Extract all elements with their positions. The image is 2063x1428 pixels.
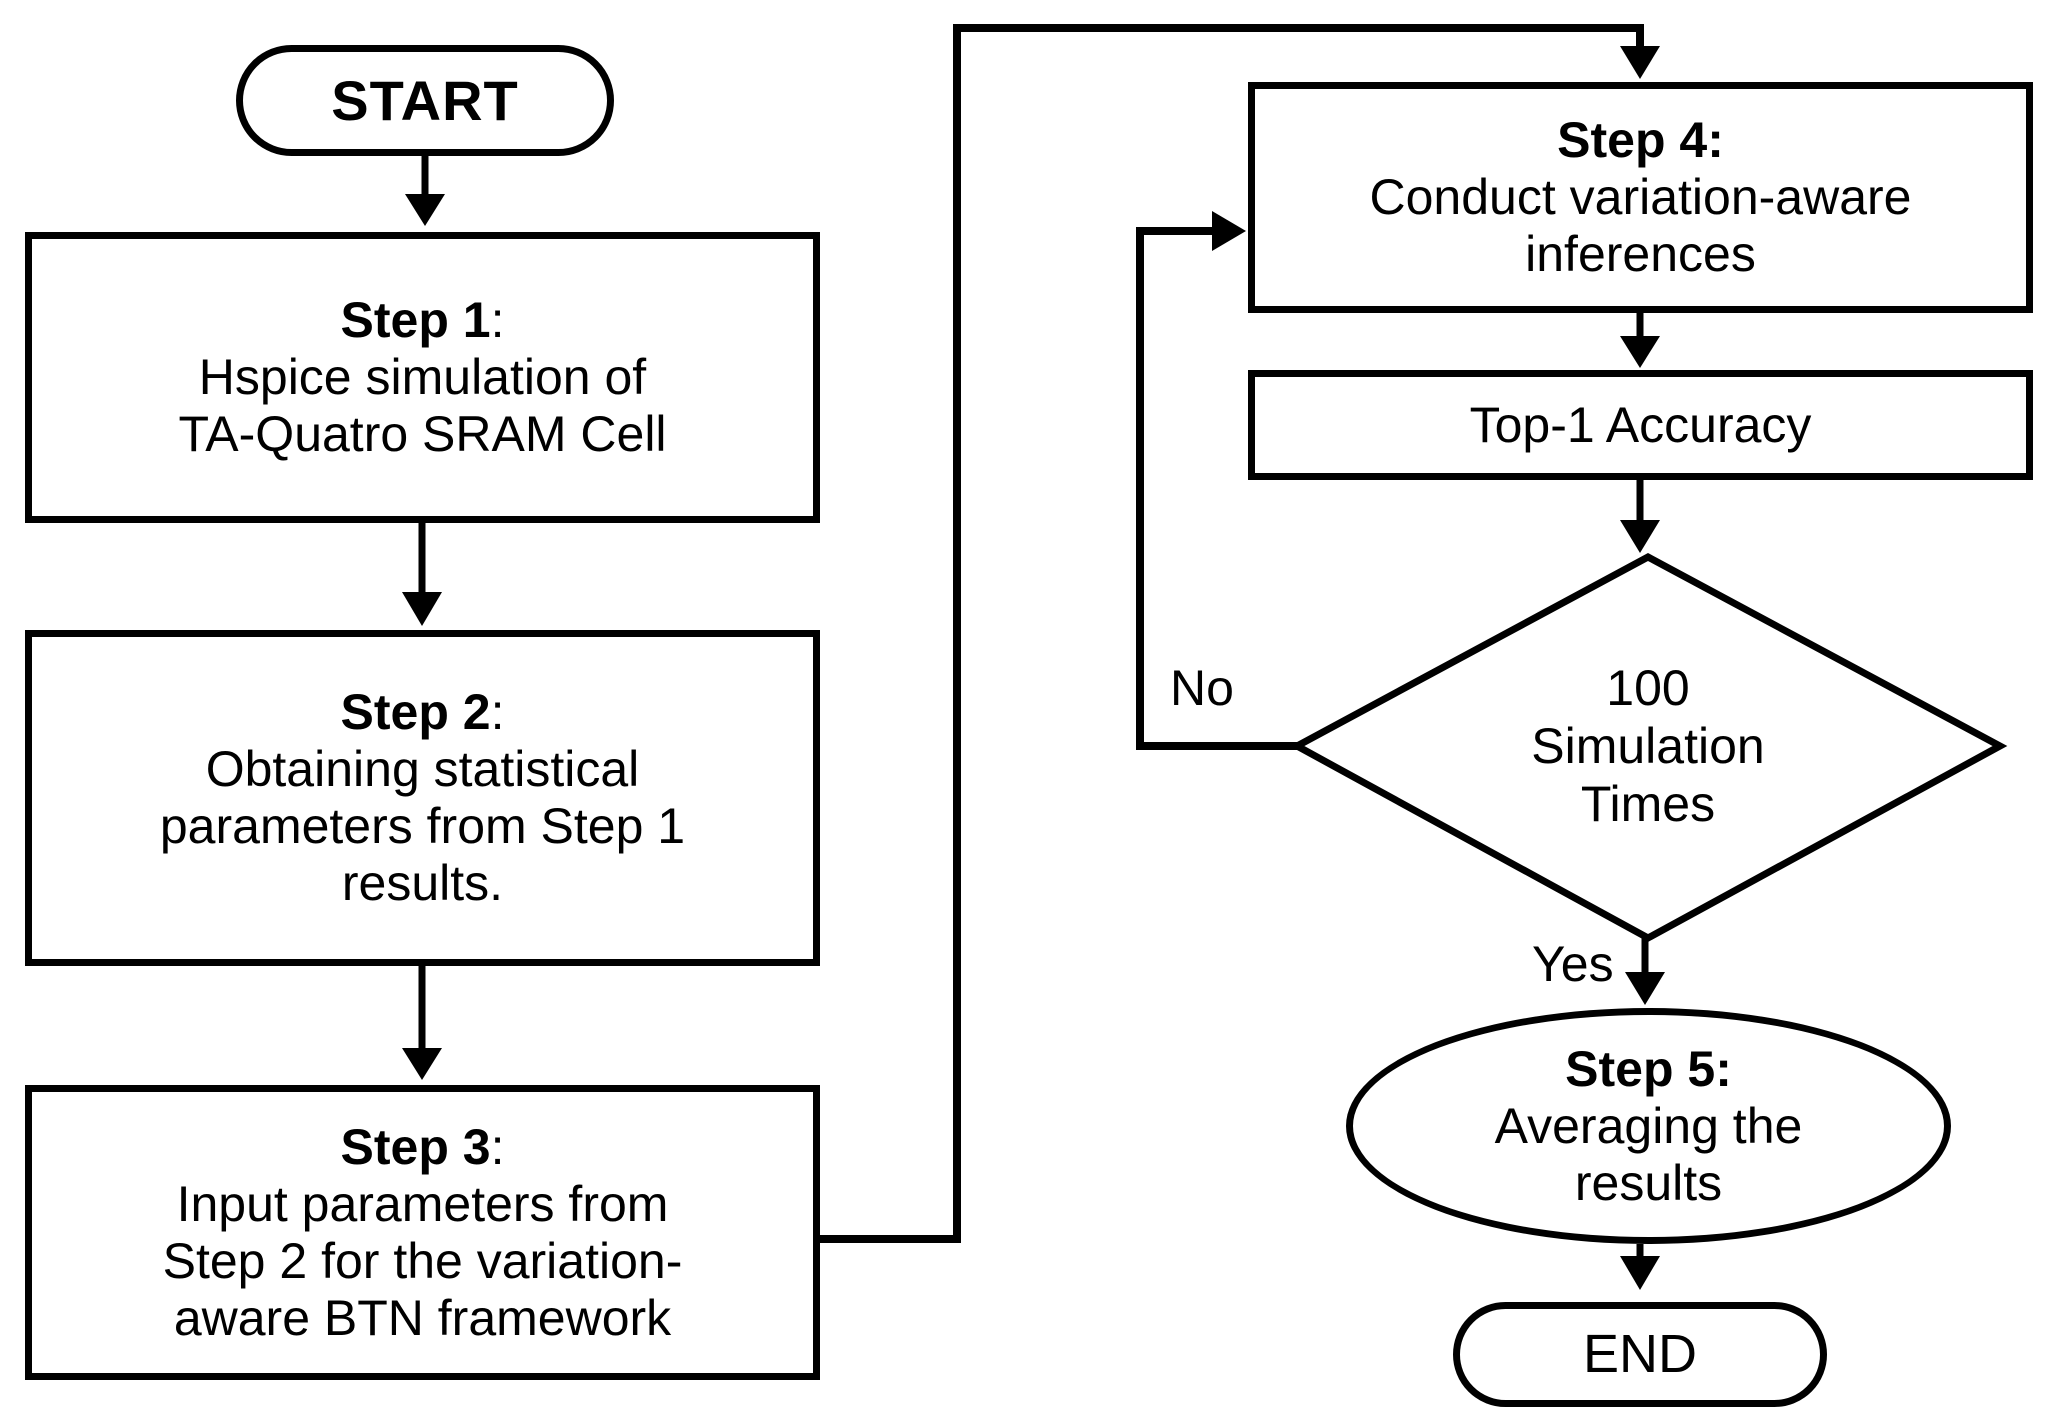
step1-line: Hspice simulation of: [198, 349, 647, 405]
decision-line: Simulation: [1531, 718, 1765, 774]
step5-ellipse: Step 5: Averaging the results: [1346, 1008, 1951, 1244]
arrowhead-start-to-step1: [405, 194, 445, 226]
arrowhead-top1-to-decision: [1620, 520, 1660, 553]
step4-process-box: Step 4: Conduct variation-aware inferenc…: [1248, 82, 2033, 313]
step3-colon: :: [490, 1118, 505, 1175]
step5-heading: Step 5:: [1565, 1041, 1732, 1098]
step2-title: Step 2: [340, 684, 491, 740]
step3-line: Input parameters from: [176, 1175, 669, 1232]
step4-line: Conduct variation-aware: [1369, 169, 1912, 225]
step2-line: parameters from Step 1: [159, 798, 686, 854]
arrowhead-step2-to-step3: [402, 1048, 442, 1080]
arrowhead-step4-to-top1: [1620, 336, 1660, 368]
arrowhead-step5-to-end: [1620, 1256, 1660, 1290]
top1-accuracy-box: Top-1 Accuracy: [1248, 370, 2033, 480]
end-terminator: END: [1453, 1302, 1827, 1407]
step3-line: Step 2 for the variation-: [162, 1232, 683, 1289]
step1-process-box: Step 1: Hspice simulation of TA-Quatro S…: [25, 232, 820, 523]
step2-process-box: Step 2: Obtaining statistical parameters…: [25, 630, 820, 966]
step4-heading: Step 4:: [1557, 112, 1724, 169]
decision-line: 100: [1606, 660, 1690, 716]
top1-accuracy-label: Top-1 Accuracy: [1469, 396, 1812, 453]
step3-process-box: Step 3: Input parameters from Step 2 for…: [25, 1085, 820, 1380]
step1-colon: :: [490, 292, 505, 348]
arrowhead-step3-to-step4: [1620, 46, 1660, 79]
no-edge-label: No: [1170, 660, 1234, 716]
step4-title: Step 4:: [1557, 112, 1724, 168]
start-terminator: START: [236, 45, 614, 156]
step5-line: Averaging the: [1494, 1097, 1803, 1154]
connector-no-loop: [1136, 227, 1297, 750]
arrowhead-step1-to-step2: [402, 592, 442, 626]
step5-title: Step 5:: [1565, 1040, 1732, 1097]
end-label: END: [1582, 1324, 1697, 1384]
arrowhead-yes-to-step5: [1625, 972, 1665, 1005]
step4-line: inferences: [1525, 226, 1756, 282]
connector-step3-to-step4: [820, 24, 1644, 1243]
yes-edge-label: Yes: [1532, 936, 1614, 992]
decision-line: Times: [1580, 776, 1716, 832]
start-label: START: [331, 69, 519, 132]
step3-title: Step 3: [340, 1118, 491, 1175]
step5-line: results: [1574, 1154, 1723, 1211]
step1-line: TA-Quatro SRAM Cell: [178, 406, 667, 462]
step2-colon: :: [490, 684, 505, 740]
step3-line: aware BTN framework: [173, 1289, 672, 1346]
arrowhead-no-loop: [1212, 211, 1246, 251]
step2-line: results.: [341, 855, 504, 911]
step2-heading: Step 2:: [341, 684, 505, 741]
step1-heading: Step 1:: [341, 292, 505, 349]
step2-line: Obtaining statistical: [205, 741, 640, 797]
step3-heading: Step 3:: [341, 1119, 505, 1176]
decision-text: 100 Simulation Times: [1398, 659, 1898, 833]
step1-title: Step 1: [340, 292, 491, 348]
